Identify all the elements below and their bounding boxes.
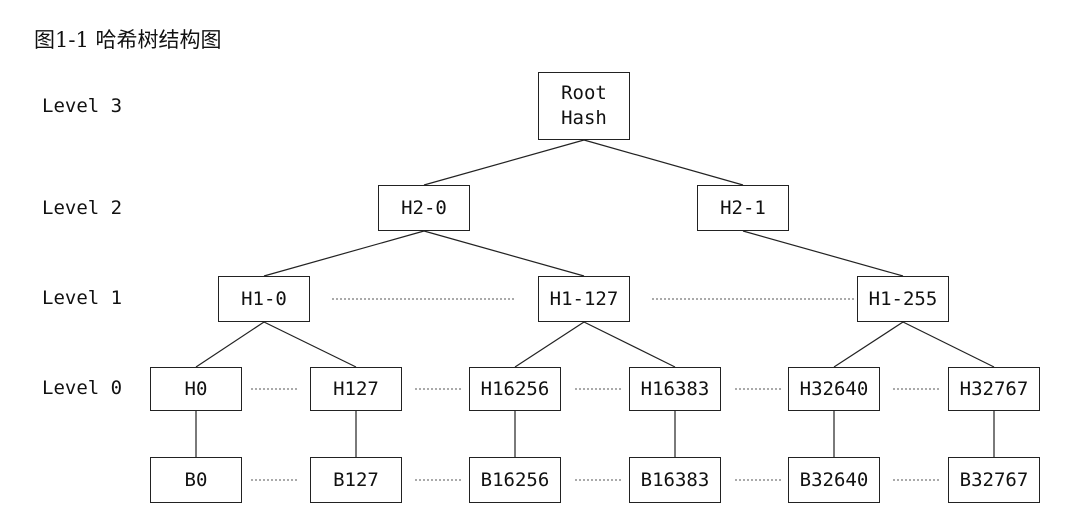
edge-h1-255-h32767 [902,321,995,368]
block-b16256: B16256 [469,457,561,503]
level-1-label: Level 1 [42,287,123,309]
node-h1-0: H1-0 [218,276,310,322]
edge-h1-127-h16383 [583,321,676,368]
edge-root-h2-1 [583,139,744,186]
node-h1-127: H1-127 [538,276,630,322]
level-3-label: Level 3 [42,95,123,117]
level-0-label: Level 0 [42,377,123,399]
node-h2-0: H2-0 [378,185,470,231]
node-h32767: H32767 [948,367,1040,411]
node-h2-1: H2-1 [697,185,789,231]
figure-caption: 图1-1 哈希树结构图 [34,28,222,52]
node-h1-255: H1-255 [857,276,949,322]
edge-root-h2-0 [423,139,585,186]
node-h16383: H16383 [629,367,721,411]
block-b16383: B16383 [629,457,721,503]
edge-h2-1-h1-255 [742,230,904,277]
node-h0: H0 [150,367,242,411]
edge-h2-0-h1-127 [423,230,585,277]
block-b32640: B32640 [788,457,880,503]
root-hash-node: Root Hash [538,72,630,140]
edge-h1-0-h127 [263,321,357,368]
edge-h1-0-h0 [195,321,265,368]
level-2-label: Level 2 [42,197,123,219]
edge-h2-0-h1-0 [263,230,425,277]
block-b0: B0 [150,457,242,503]
edge-h1-127-h16256 [514,321,585,368]
node-h127: H127 [310,367,402,411]
node-h32640: H32640 [788,367,880,411]
node-h16256: H16256 [469,367,561,411]
block-b127: B127 [310,457,402,503]
block-b32767: B32767 [948,457,1040,503]
edge-h1-255-h32640 [833,321,904,368]
